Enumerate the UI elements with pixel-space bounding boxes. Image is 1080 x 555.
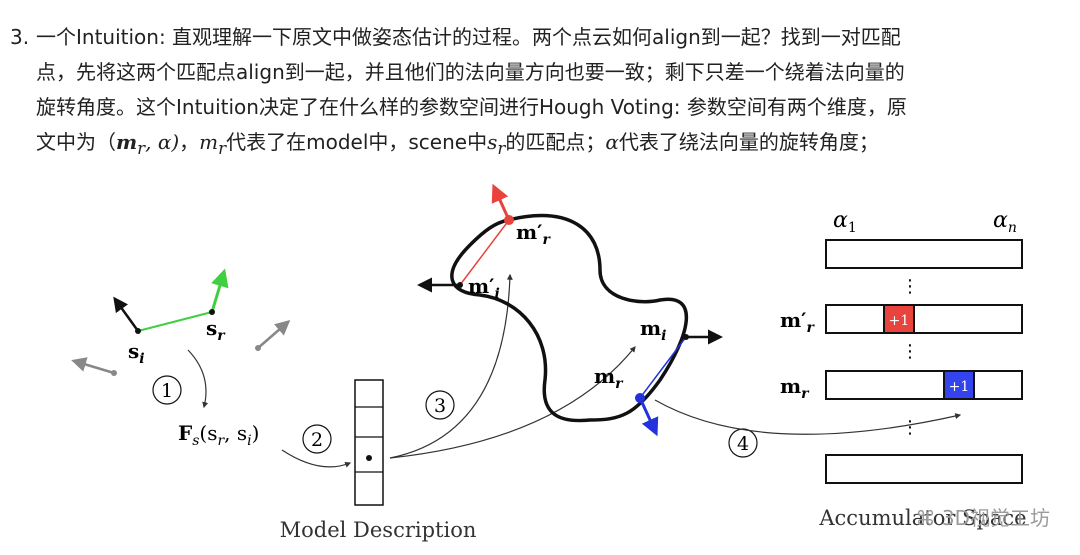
gray-normal-arrow-2 [71,357,115,375]
step-2-label: 2 [311,429,323,451]
si-point [135,328,141,334]
accumulator-row-last [825,454,1023,484]
list-number: 3. [10,25,30,49]
vertical-dots-1: ⋮ [901,276,919,297]
mr-prime-normal-arrow [491,183,511,221]
step-3-arrow-lower [389,346,636,459]
model-pair-line-blue [639,336,687,399]
step-3-label: 3 [434,395,446,417]
feature-formula: Fs(sr, si) [178,421,259,449]
accumulator-row-mr-prime [825,304,1023,334]
scene-point-pair: si sr [71,268,291,376]
label-alpha-1: α1 [833,208,857,236]
model-pair-line-red [459,219,510,286]
vertical-dots-2: ⋮ [901,341,919,362]
step-3-arrow-upper [389,273,513,459]
vote-red-label: +1 [889,313,910,329]
accumulator-row-1 [825,239,1023,269]
label-alpha-n: αn [993,208,1017,236]
vote-cell-red [883,304,915,334]
gray-point-2 [111,370,117,376]
vote-cell-blue [943,370,975,400]
math-alpha: α [605,130,619,154]
label-sr: sr [206,316,226,344]
accumulator-space: α1 αn ⋮ +1 m′r ⋮ +1 mr ⋮ [780,208,1023,484]
paragraph-line-2: 点，先将这两个匹配点align到一起，并且他们的法向量方向也要一致；剩下只差一个… [36,60,905,84]
mi-prime-point [457,282,463,288]
row-label-mr-prime: m′r [780,308,815,336]
step-4-label: 4 [737,433,749,455]
vertical-dots-3: ⋮ [901,417,919,438]
model-description-table [354,379,384,506]
sr-point [209,309,215,315]
pair-connector-line [137,311,213,332]
label-mi-prime: m′i [468,274,500,302]
mr-normal-arrow [638,397,659,437]
label-si: si [128,339,145,367]
vote-blue-label: +1 [949,379,970,395]
step-1-arrow [187,349,209,409]
hash-entry-dot [366,455,372,461]
step-1-circle [152,375,182,405]
label-mr-prime: m′r [516,220,551,248]
math-mr: mr, α) [116,130,180,158]
step-2-circle [302,424,332,454]
accumulator-space-caption: Accumulator Space [818,506,1026,530]
paragraph-line-3: 旋转角度。这个Intuition决定了在什么样的参数空间进行Hough Voti… [36,95,907,119]
mi-point [683,334,689,340]
accumulator-row-mr [825,370,1023,400]
hash-table-box [354,379,384,506]
label-mi: mi [640,316,667,344]
math-sr: sr [487,130,506,158]
step-2-arrow [281,449,352,468]
gray-point-1 [255,345,261,351]
gray-normal-arrow-1 [257,320,291,349]
step-3-circle [425,390,455,420]
model-shape-outline [450,213,688,423]
paragraph-line-4: 文中为（mr, α)，mr代表了在model中，scene中sr的匹配点；α代表… [36,130,879,158]
wechat-icon: ⌘ [915,506,936,530]
model-description-caption: Model Description [280,518,477,542]
si-normal-arrow [113,296,140,332]
mr-prime-point [504,215,514,225]
math-mr-2: mr [199,130,227,158]
step-1-label: 1 [161,380,173,402]
sr-normal-arrow [210,268,229,313]
mr-point [635,393,645,403]
watermark-text: 3D视觉工坊 [941,506,1050,530]
row-label-mr: mr [780,374,810,402]
label-mr: mr [594,364,624,392]
ppf-voting-figure: si sr 1 Fs(sr, si) 2 Model Description 3… [71,183,1027,542]
watermark: ⌘ 3D视觉工坊 [916,502,1050,531]
explanation-paragraph: 3. 一个Intuition: 直观理解一下原文中做姿态估计的过程。两个点云如何… [10,20,1070,166]
step-4-arrow [654,399,962,435]
paragraph-line-1: 一个Intuition: 直观理解一下原文中做姿态估计的过程。两个点云如何ali… [36,25,901,49]
